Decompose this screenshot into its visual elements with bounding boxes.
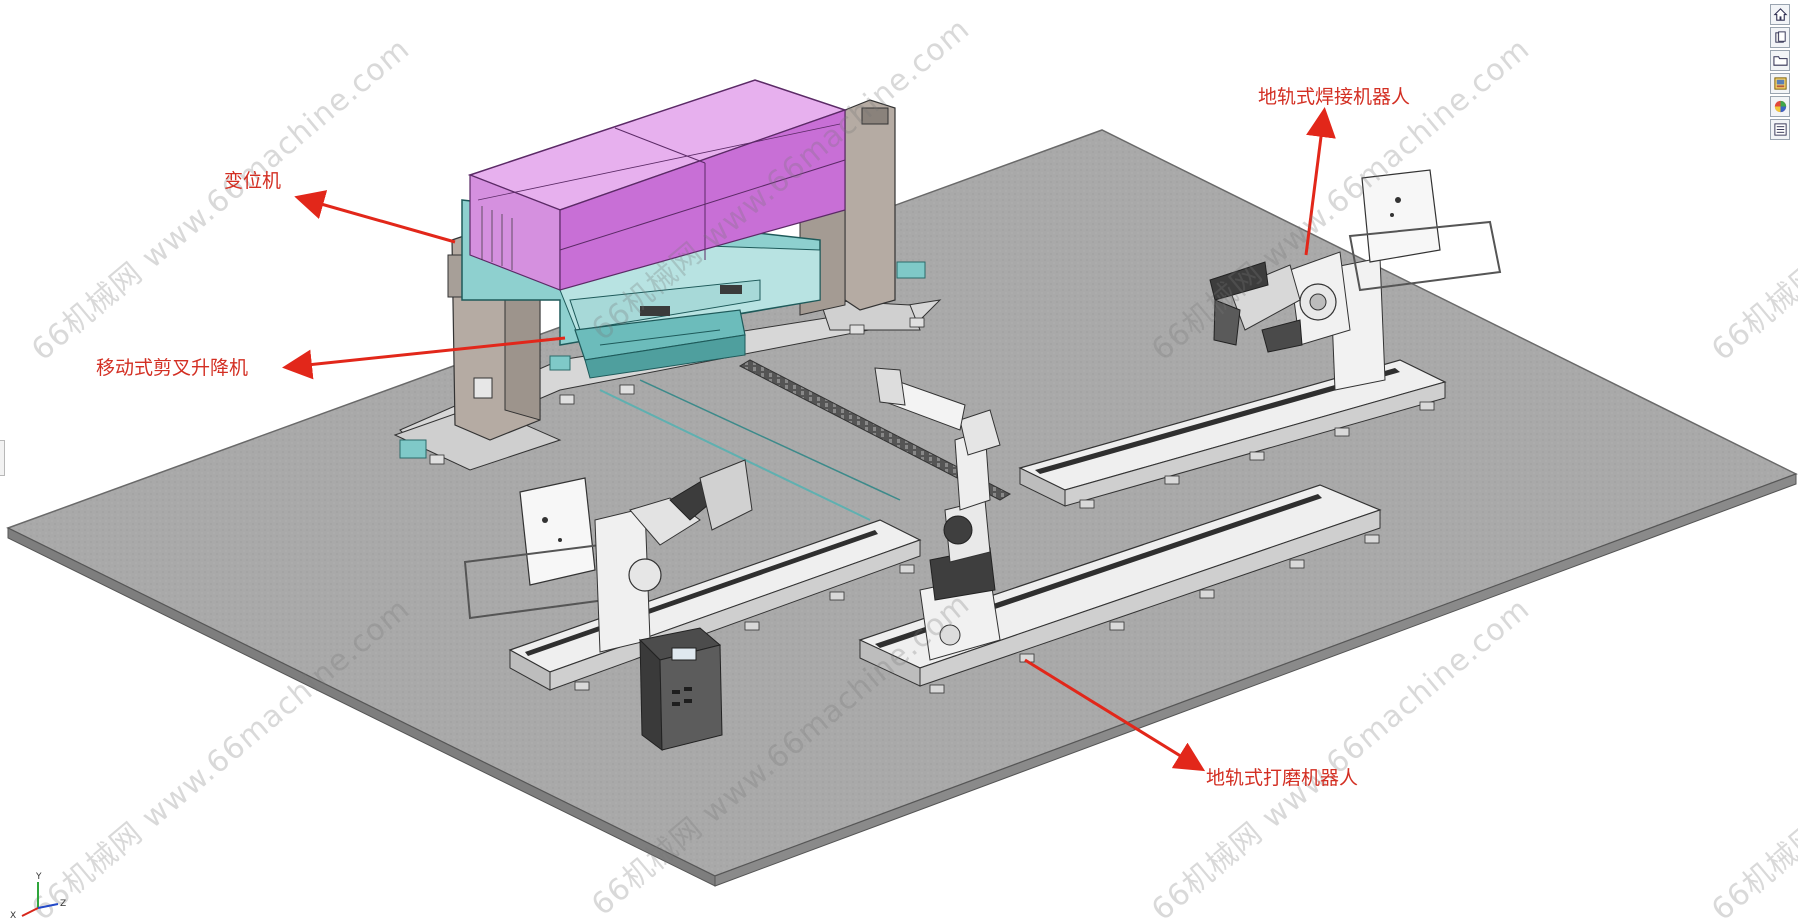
x-axis-label: X	[10, 911, 16, 920]
welding-robot-station	[1018, 169, 1502, 509]
floor-slab	[6, 129, 1798, 887]
folder-icon	[1772, 56, 1788, 66]
color-button[interactable]	[1770, 96, 1790, 117]
callout-arrows	[282, 107, 1336, 772]
cable-tray	[599, 359, 1012, 521]
list-button[interactable]	[1770, 119, 1790, 140]
color-wheel-icon	[1774, 100, 1786, 113]
label-scissor-lift: 移动式剪叉升降机	[96, 357, 249, 379]
positioner	[393, 79, 942, 471]
home-button[interactable]	[1770, 4, 1790, 25]
y-axis-label: Y	[35, 872, 42, 882]
grinding-robot-station	[858, 367, 1382, 694]
label-welding-robot: 地轨式焊接机器人	[1258, 86, 1411, 108]
appearance-icon	[1773, 77, 1787, 90]
appearance-button[interactable]	[1770, 73, 1790, 94]
arrow-welding-robot	[1304, 107, 1336, 256]
list-icon	[1773, 123, 1787, 136]
left-welding-station	[463, 459, 922, 752]
parts-icon	[1774, 31, 1786, 43]
collapsed-panel-tab[interactable]	[0, 440, 5, 476]
view-toolbar	[1770, 4, 1792, 140]
arrow-positioner	[294, 190, 456, 244]
folder-button[interactable]	[1770, 50, 1790, 71]
z-axis-line	[37, 903, 59, 909]
parts-button[interactable]	[1770, 27, 1790, 48]
label-positioner: 变位机	[224, 170, 282, 192]
home-icon	[1773, 8, 1787, 21]
z-axis-label: Z	[60, 899, 66, 909]
x-axis-line	[21, 907, 39, 917]
orientation-triad: Y X Z	[10, 872, 66, 920]
label-grinding-robot: 地轨式打磨机器人	[1206, 767, 1359, 789]
arrow-grinding-robot	[1024, 658, 1206, 772]
arrow-scissor-lift	[282, 336, 566, 380]
